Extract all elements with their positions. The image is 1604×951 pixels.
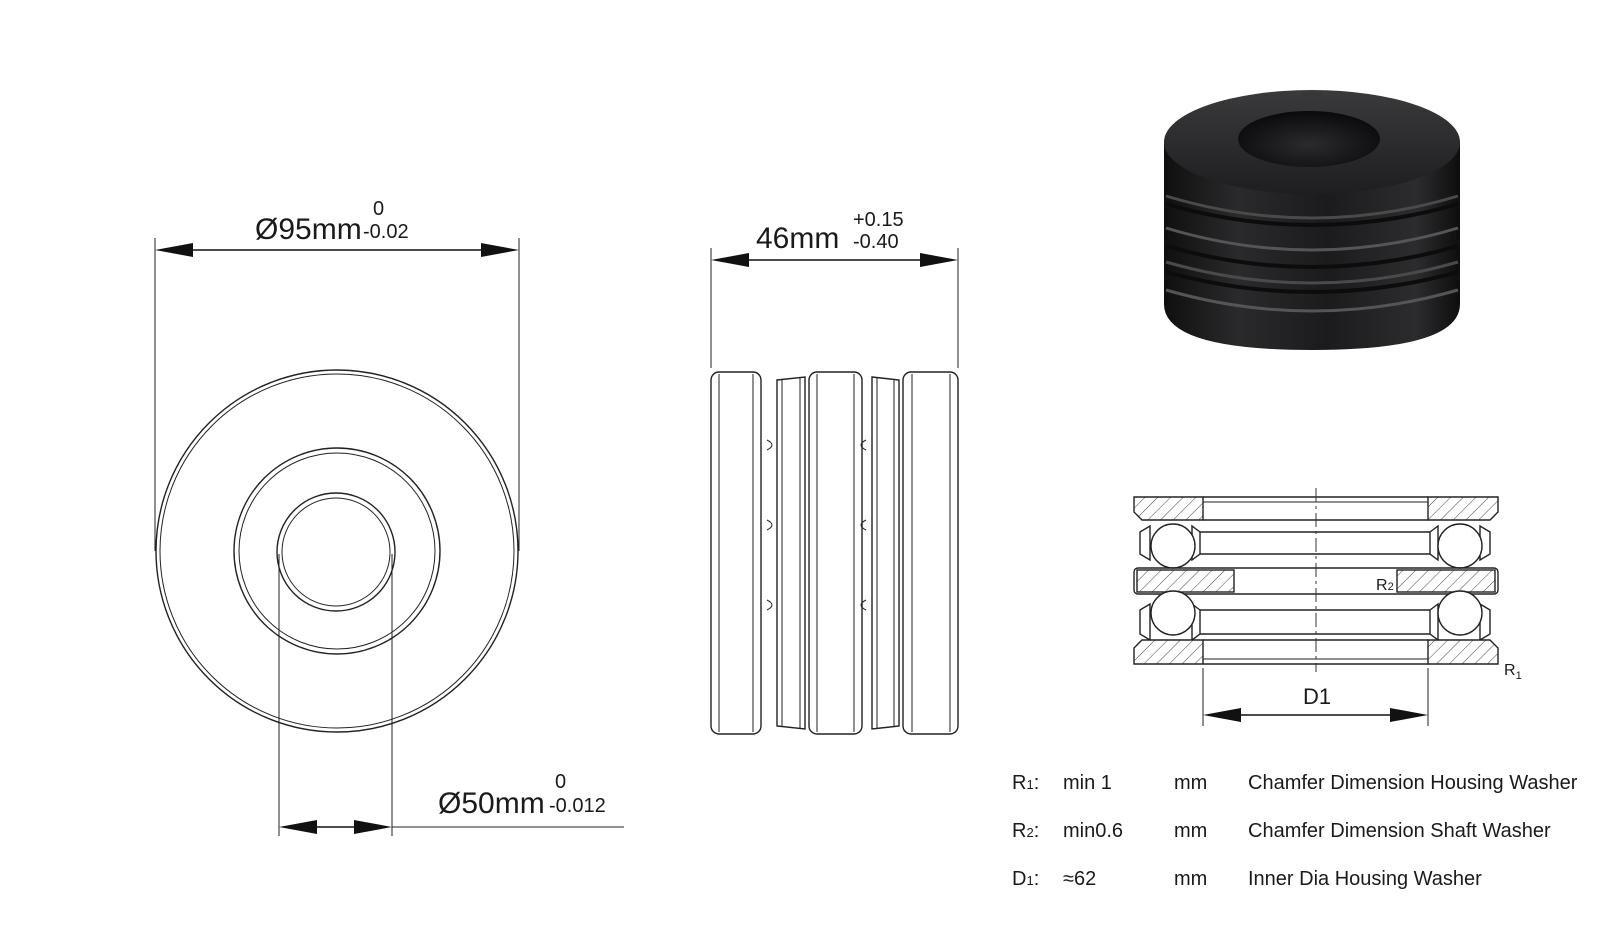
d1-dimension: D1 [1202, 668, 1429, 726]
inner-diameter-upper-tol: 0 [555, 771, 566, 793]
spec-unit: mm [1174, 820, 1208, 842]
spec-description: Inner Dia Housing Washer [1248, 868, 1482, 890]
spec-value: min0.6 [1063, 820, 1124, 842]
front-view: Ø95mm 0 -0.02 Ø50mm 0 -0.012 [154, 198, 624, 836]
side-view: 46mm +0.15 -0.40 [710, 209, 959, 735]
outer-diameter-upper-tol: 0 [373, 198, 384, 220]
spec-value: min 1 [1063, 772, 1112, 794]
spec-description: Chamfer Dimension Shaft Washer [1248, 820, 1551, 842]
height-dimension: 46mm +0.15 -0.40 [710, 209, 959, 368]
side-washer-left [710, 371, 762, 735]
middle-ring-outer-edge [233, 447, 441, 655]
outer-diameter-lower-tol: -0.02 [363, 221, 409, 243]
spec-value: ≈62 [1063, 868, 1097, 890]
spec-row-r2: R2: min0.6 mm Chamfer Dimension Shaft Wa… [1012, 820, 1602, 868]
height-value: 46mm [756, 222, 839, 255]
spec-symbol: R1: [1012, 772, 1040, 794]
inner-diameter-dimension: Ø50mm 0 -0.012 [278, 554, 624, 836]
spec-symbol: D1: [1012, 868, 1040, 890]
side-washer-right [902, 371, 959, 735]
outer-diameter-dimension: Ø95mm 0 -0.02 [154, 198, 520, 551]
height-upper-tol: +0.15 [853, 209, 904, 231]
bore-inner-edge [281, 497, 391, 607]
spec-table: R1: min 1 mm Chamfer Dimension Housing W… [1012, 772, 1602, 916]
inner-diameter-lower-tol: -0.012 [549, 795, 606, 817]
photo-body [1164, 142, 1460, 350]
spec-unit: mm [1174, 772, 1208, 794]
photo-bore [1238, 111, 1380, 167]
spec-row-r1: R1: min 1 mm Chamfer Dimension Housing W… [1012, 772, 1602, 820]
inner-diameter-value: Ø50mm [438, 787, 545, 820]
spec-symbol: R2: [1012, 820, 1040, 842]
side-washer-middle [808, 371, 863, 735]
spec-description: Chamfer Dimension Housing Washer [1248, 772, 1578, 794]
side-cage-right [871, 376, 900, 730]
section-view: R2 R1 D1 [1133, 488, 1522, 726]
section-r2-label: R2 [1376, 577, 1394, 594]
outer-ring-outer-edge [155, 369, 519, 733]
height-lower-tol: -0.40 [853, 231, 899, 253]
d1-label: D1 [1303, 684, 1331, 709]
section-r1-label: R1 [1504, 662, 1522, 682]
spec-unit: mm [1174, 868, 1208, 890]
bore-outer-edge [276, 492, 396, 612]
outer-diameter-value: Ø95mm [255, 213, 362, 246]
middle-ring-inner-edge [238, 452, 436, 650]
side-cage-left [776, 376, 806, 730]
bearing-photo [1164, 90, 1460, 350]
outer-ring-inner-edge [159, 373, 515, 729]
spec-row-d1: D1: ≈62 mm Inner Dia Housing Washer [1012, 868, 1602, 916]
